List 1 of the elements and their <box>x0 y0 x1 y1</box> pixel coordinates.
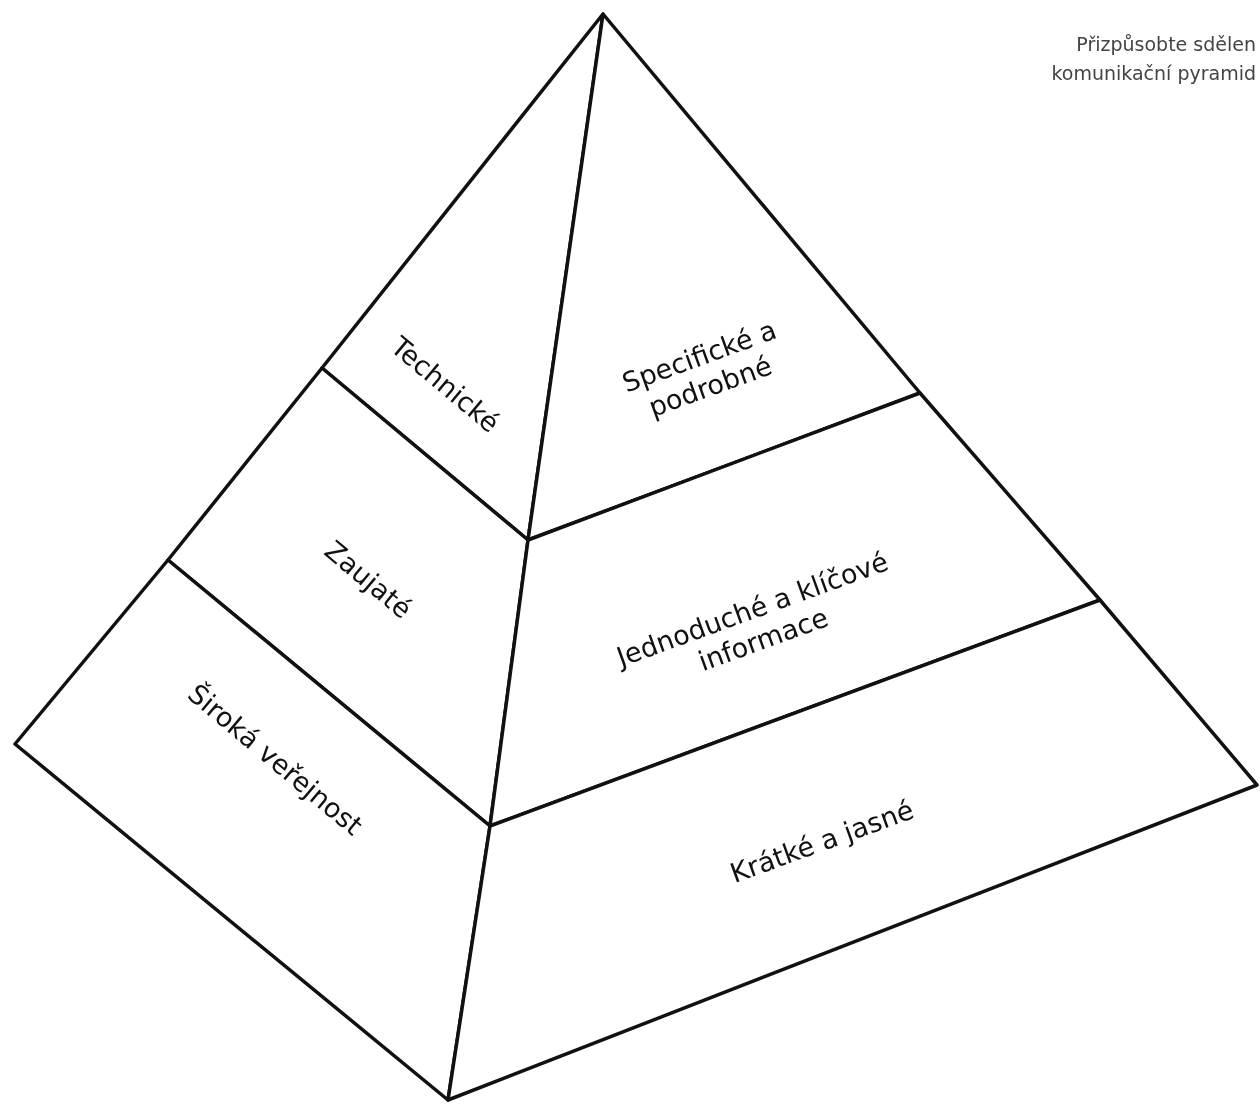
note-text: Přizpůsobte sdělen komunikační pyramid <box>1050 32 1256 87</box>
